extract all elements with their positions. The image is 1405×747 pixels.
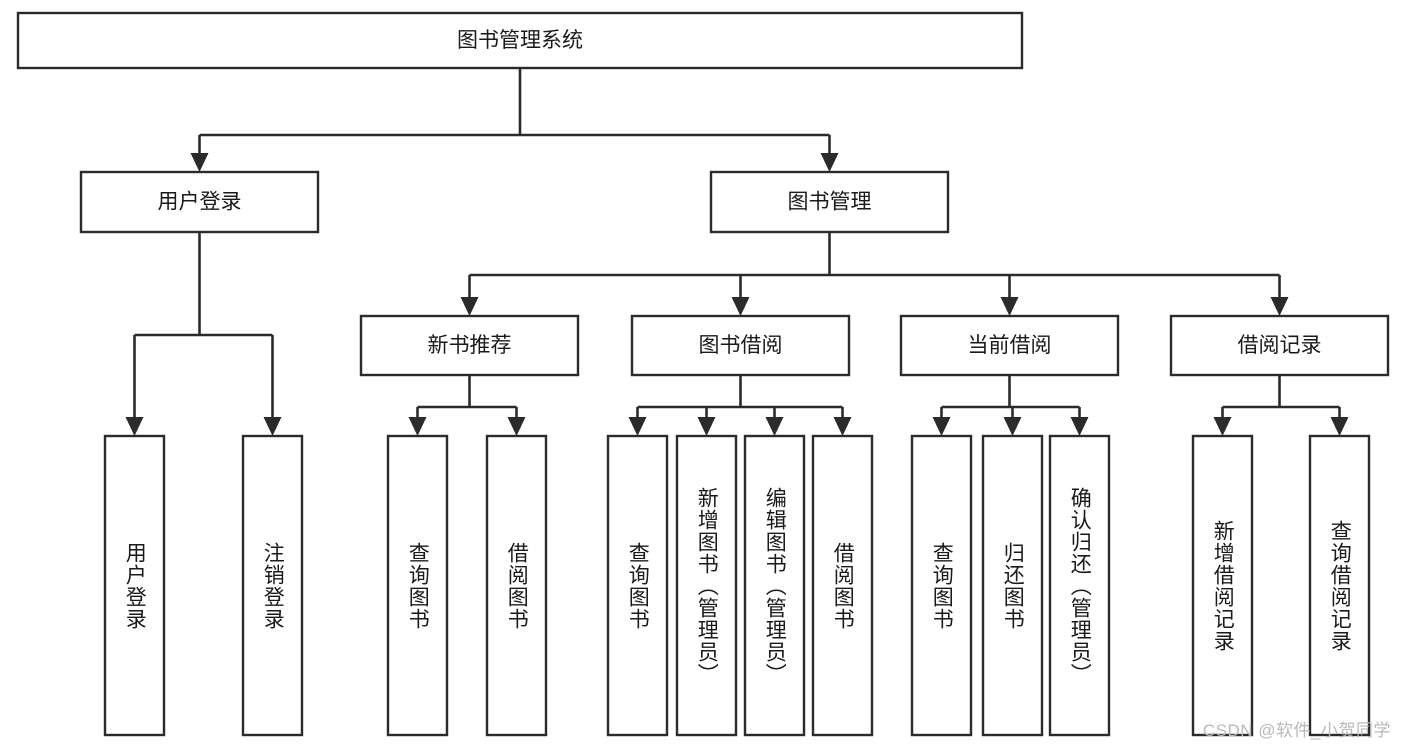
arrow-head-icon bbox=[1070, 417, 1089, 436]
node-box-current-query-book[interactable] bbox=[910, 434, 973, 737]
node-label-root: 图书管理系统 bbox=[457, 29, 583, 52]
node-box-recommend-query-book[interactable] bbox=[386, 434, 449, 737]
node-box-borrow-add-book[interactable] bbox=[675, 434, 738, 737]
arrow-head-icon bbox=[507, 417, 526, 436]
arrow-head-icon bbox=[932, 417, 951, 436]
node-box-borrow-borrow-book[interactable] bbox=[811, 434, 874, 737]
node-box-current-confirm-return[interactable] bbox=[1048, 434, 1111, 737]
node-box-layer bbox=[16, 11, 1390, 737]
node-box-new-book-recommend[interactable] bbox=[359, 314, 580, 377]
node-box-borrow-edit-book[interactable] bbox=[743, 434, 806, 737]
arrow-head-icon bbox=[1003, 417, 1022, 436]
node-box-user-login[interactable] bbox=[79, 170, 320, 234]
node-box-recommend-borrow-book[interactable] bbox=[485, 434, 548, 737]
connector-layer bbox=[125, 68, 1349, 436]
arrow-head-icon bbox=[1330, 417, 1349, 436]
arrow-head-icon bbox=[833, 417, 852, 436]
arrow-head-icon bbox=[190, 153, 209, 172]
node-label-borrow-records: 借阅记录 bbox=[1238, 334, 1322, 357]
node-box-user-logout-action[interactable] bbox=[241, 434, 304, 737]
arrow-head-icon bbox=[697, 417, 716, 436]
node-label-book-borrow: 图书借阅 bbox=[699, 334, 783, 357]
node-box-record-add[interactable] bbox=[1191, 434, 1254, 737]
arrow-head-icon bbox=[125, 417, 144, 436]
node-box-user-login-action[interactable] bbox=[103, 434, 166, 737]
arrow-head-icon bbox=[1000, 297, 1019, 316]
arrow-head-icon bbox=[628, 417, 647, 436]
node-box-root[interactable] bbox=[16, 11, 1024, 70]
node-box-borrow-query-book[interactable] bbox=[606, 434, 669, 737]
arrow-head-icon bbox=[765, 417, 784, 436]
node-box-record-query[interactable] bbox=[1308, 434, 1371, 737]
arrow-head-icon bbox=[1270, 297, 1289, 316]
arrow-head-icon bbox=[731, 297, 750, 316]
node-label-user-login: 用户登录 bbox=[158, 191, 242, 214]
arrow-head-icon bbox=[1213, 417, 1232, 436]
arrow-head-icon bbox=[263, 417, 282, 436]
node-box-book-borrow[interactable] bbox=[630, 314, 851, 377]
arrow-head-icon bbox=[820, 153, 839, 172]
arrow-head-icon bbox=[408, 417, 427, 436]
arrow-head-icon bbox=[460, 297, 479, 316]
node-box-borrow-records[interactable] bbox=[1169, 314, 1390, 377]
node-label-book-management: 图书管理 bbox=[788, 191, 872, 214]
node-label-new-book-recommend: 新书推荐 bbox=[428, 334, 512, 357]
node-box-current-borrow[interactable] bbox=[899, 314, 1120, 377]
csdn-watermark: CSDN @软件_小贺同学 bbox=[1202, 721, 1391, 740]
node-label-current-borrow: 当前借阅 bbox=[968, 334, 1052, 357]
node-box-current-return-book[interactable] bbox=[981, 434, 1044, 737]
node-box-book-management[interactable] bbox=[709, 170, 950, 234]
